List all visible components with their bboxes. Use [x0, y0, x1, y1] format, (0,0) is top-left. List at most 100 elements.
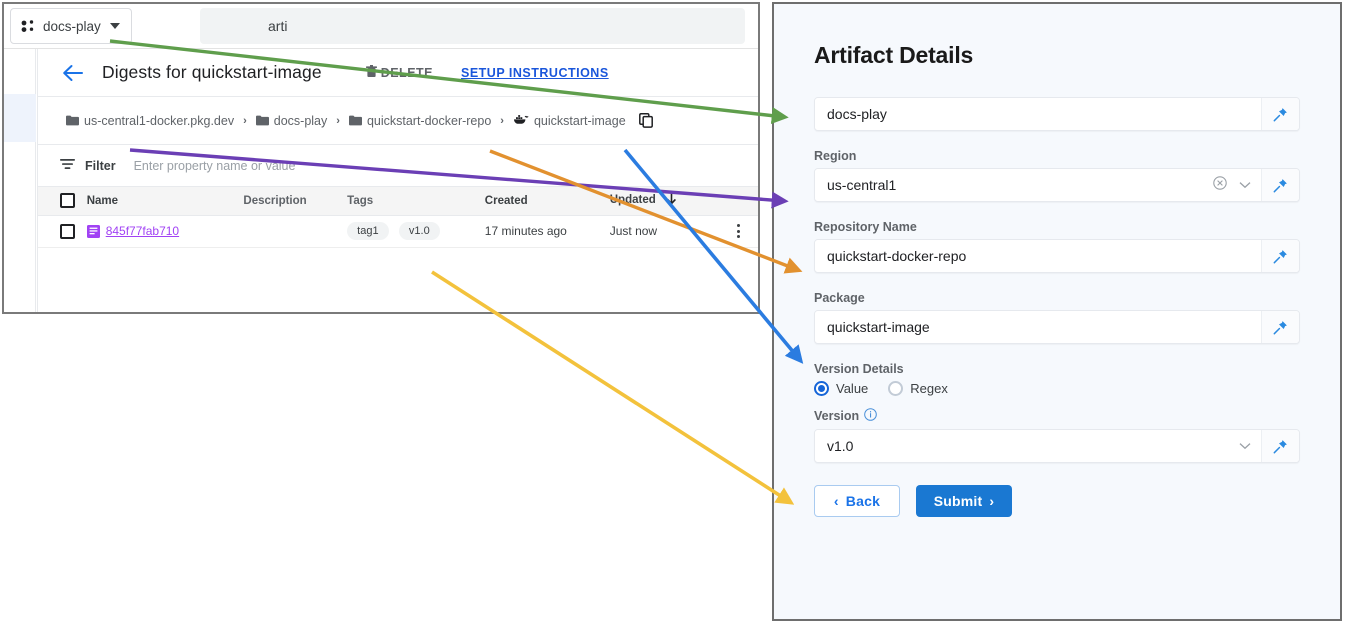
package-input-wrap[interactable]: quickstart-image — [814, 310, 1300, 344]
radio-regex-indicator — [888, 381, 904, 396]
column-header-description[interactable]: Description — [243, 187, 348, 216]
breadcrumb-item-0[interactable]: us-central1-docker.pkg.dev — [66, 114, 234, 128]
radio-value-indicator — [814, 381, 829, 396]
column-header-updated[interactable]: Updated — [609, 187, 720, 216]
column-header-name[interactable]: Name — [86, 187, 244, 216]
radio-value-label: Value — [836, 381, 869, 396]
docker-whale-icon — [513, 113, 529, 128]
breadcrumb-label-2: quickstart-docker-repo — [366, 113, 492, 128]
project-input-value: docs-play — [827, 106, 887, 122]
table-head: Name Description Tags Created Updated — [38, 187, 758, 216]
row-created-cell: 17 minutes ago — [484, 215, 610, 248]
column-header-updated-label: Updated — [609, 194, 656, 207]
form-title: Artifact Details — [814, 42, 974, 68]
breadcrumb-label-1: docs-play — [273, 113, 328, 128]
breadcrumb-separator: › — [336, 114, 340, 127]
breadcrumb-item-2[interactable]: quickstart-docker-repo — [348, 113, 492, 128]
breadcrumb-item-1[interactable]: docs-play — [255, 113, 328, 128]
row-select-cell — [38, 215, 87, 248]
submit-button[interactable]: Submit › — [916, 485, 1012, 517]
row-checkbox[interactable] — [60, 223, 75, 239]
version-input-value: v1.0 — [827, 438, 854, 454]
breadcrumb-label-3: quickstart-image — [533, 113, 626, 128]
project-selector-label: docs-play — [43, 18, 101, 34]
version-input[interactable]: v1.0 — [815, 430, 1239, 462]
console-search-input[interactable]: arti — [200, 8, 745, 44]
region-adornments — [1213, 169, 1261, 201]
pin-icon[interactable] — [1261, 311, 1299, 343]
table-header-row: Name Description Tags Created Updated — [38, 187, 758, 216]
pin-icon[interactable] — [1261, 240, 1299, 272]
repository-input[interactable]: quickstart-docker-repo — [815, 240, 1261, 272]
package-label: Package — [814, 291, 865, 305]
back-button[interactable]: ‹ Back — [814, 485, 900, 517]
digests-table: Name Description Tags Created Updated — [38, 187, 758, 248]
breadcrumb-label-0: us-central1-docker.pkg.dev — [84, 113, 235, 128]
back-button-label: Back — [845, 493, 881, 509]
repository-label: Repository Name — [814, 220, 917, 234]
left-nav-strip — [4, 49, 36, 312]
column-header-tags[interactable]: Tags — [347, 187, 485, 216]
digest-icon — [86, 224, 100, 238]
repository-input-value: quickstart-docker-repo — [827, 248, 967, 264]
row-name-cell: 845f77fab710 — [86, 215, 244, 248]
field-region: Region us-central1 — [814, 149, 1300, 202]
copy-icon[interactable] — [633, 113, 654, 128]
chevron-left-icon: ‹ — [833, 493, 839, 509]
project-input[interactable]: docs-play — [815, 98, 1261, 130]
digest-link-label: 845f77fab710 — [105, 224, 180, 238]
filter-label: Filter — [85, 158, 116, 173]
repository-input-wrap[interactable]: quickstart-docker-repo — [814, 239, 1300, 273]
console-search-value: arti — [268, 18, 288, 34]
filter-input[interactable]: Enter property name or value — [133, 158, 296, 173]
version-input-wrap[interactable]: v1.0 — [814, 429, 1300, 463]
chevron-down-icon[interactable] — [1239, 176, 1251, 194]
breadcrumb-separator: › — [500, 114, 504, 127]
version-label-row: Version — [814, 408, 1300, 424]
column-header-created[interactable]: Created — [484, 187, 610, 216]
region-input[interactable]: us-central1 — [815, 169, 1213, 201]
package-input-value: quickstart-image — [827, 319, 930, 335]
select-all-header — [38, 187, 87, 216]
pin-icon[interactable] — [1261, 430, 1299, 462]
cloud-console-panel: docs-play arti Digests for quickstart-im… — [2, 2, 760, 314]
clear-icon[interactable] — [1213, 175, 1227, 195]
row-updated-cell: Just now — [609, 215, 720, 248]
page-header: Digests for quickstart-image DELETE SETU — [38, 49, 758, 97]
info-icon[interactable] — [864, 408, 877, 424]
version-label: Version — [814, 409, 860, 423]
console-content: Digests for quickstart-image DELETE SETU — [37, 49, 758, 312]
pin-icon[interactable] — [1261, 98, 1299, 130]
package-input[interactable]: quickstart-image — [815, 311, 1261, 343]
more-options-icon[interactable] — [720, 224, 758, 238]
table-row[interactable]: 845f77fab710 tag1 v1.0 17 minutes ago Ju… — [38, 215, 758, 248]
radio-value[interactable]: Value — [814, 381, 868, 396]
field-version: Version v1.0 — [814, 408, 1300, 463]
tag-chip[interactable]: tag1 — [347, 222, 389, 240]
chevron-right-icon: › — [989, 493, 995, 509]
submit-button-label: Submit — [933, 493, 983, 509]
pin-icon[interactable] — [1261, 169, 1299, 201]
digest-link[interactable]: 845f77fab710 — [86, 224, 244, 238]
radio-regex[interactable]: Regex — [888, 381, 948, 396]
folder-icon — [66, 115, 79, 126]
delete-button[interactable]: DELETE — [365, 64, 433, 81]
nav-selected-item[interactable] — [4, 94, 36, 142]
setup-instructions-link[interactable]: SETUP INSTRUCTIONS — [461, 65, 609, 80]
region-input-wrap[interactable]: us-central1 — [814, 168, 1300, 202]
tag-chip[interactable]: v1.0 — [398, 222, 440, 240]
row-actions-cell — [719, 215, 758, 248]
back-arrow-icon[interactable] — [62, 64, 84, 82]
filter-row[interactable]: Filter Enter property name or value — [38, 145, 758, 187]
filter-icon — [60, 157, 75, 175]
column-header-actions — [719, 187, 758, 216]
chevron-down-icon[interactable] — [1239, 437, 1251, 455]
breadcrumb-item-3[interactable]: quickstart-image — [513, 113, 626, 128]
breadcrumb-separator: › — [243, 114, 247, 127]
page-header-actions: DELETE SETUP INSTRUCTIONS — [365, 64, 609, 81]
folder-icon — [348, 115, 362, 126]
project-input-wrap[interactable]: docs-play — [814, 97, 1300, 131]
select-all-checkbox[interactable] — [60, 193, 75, 209]
project-selector[interactable]: docs-play — [10, 8, 132, 44]
